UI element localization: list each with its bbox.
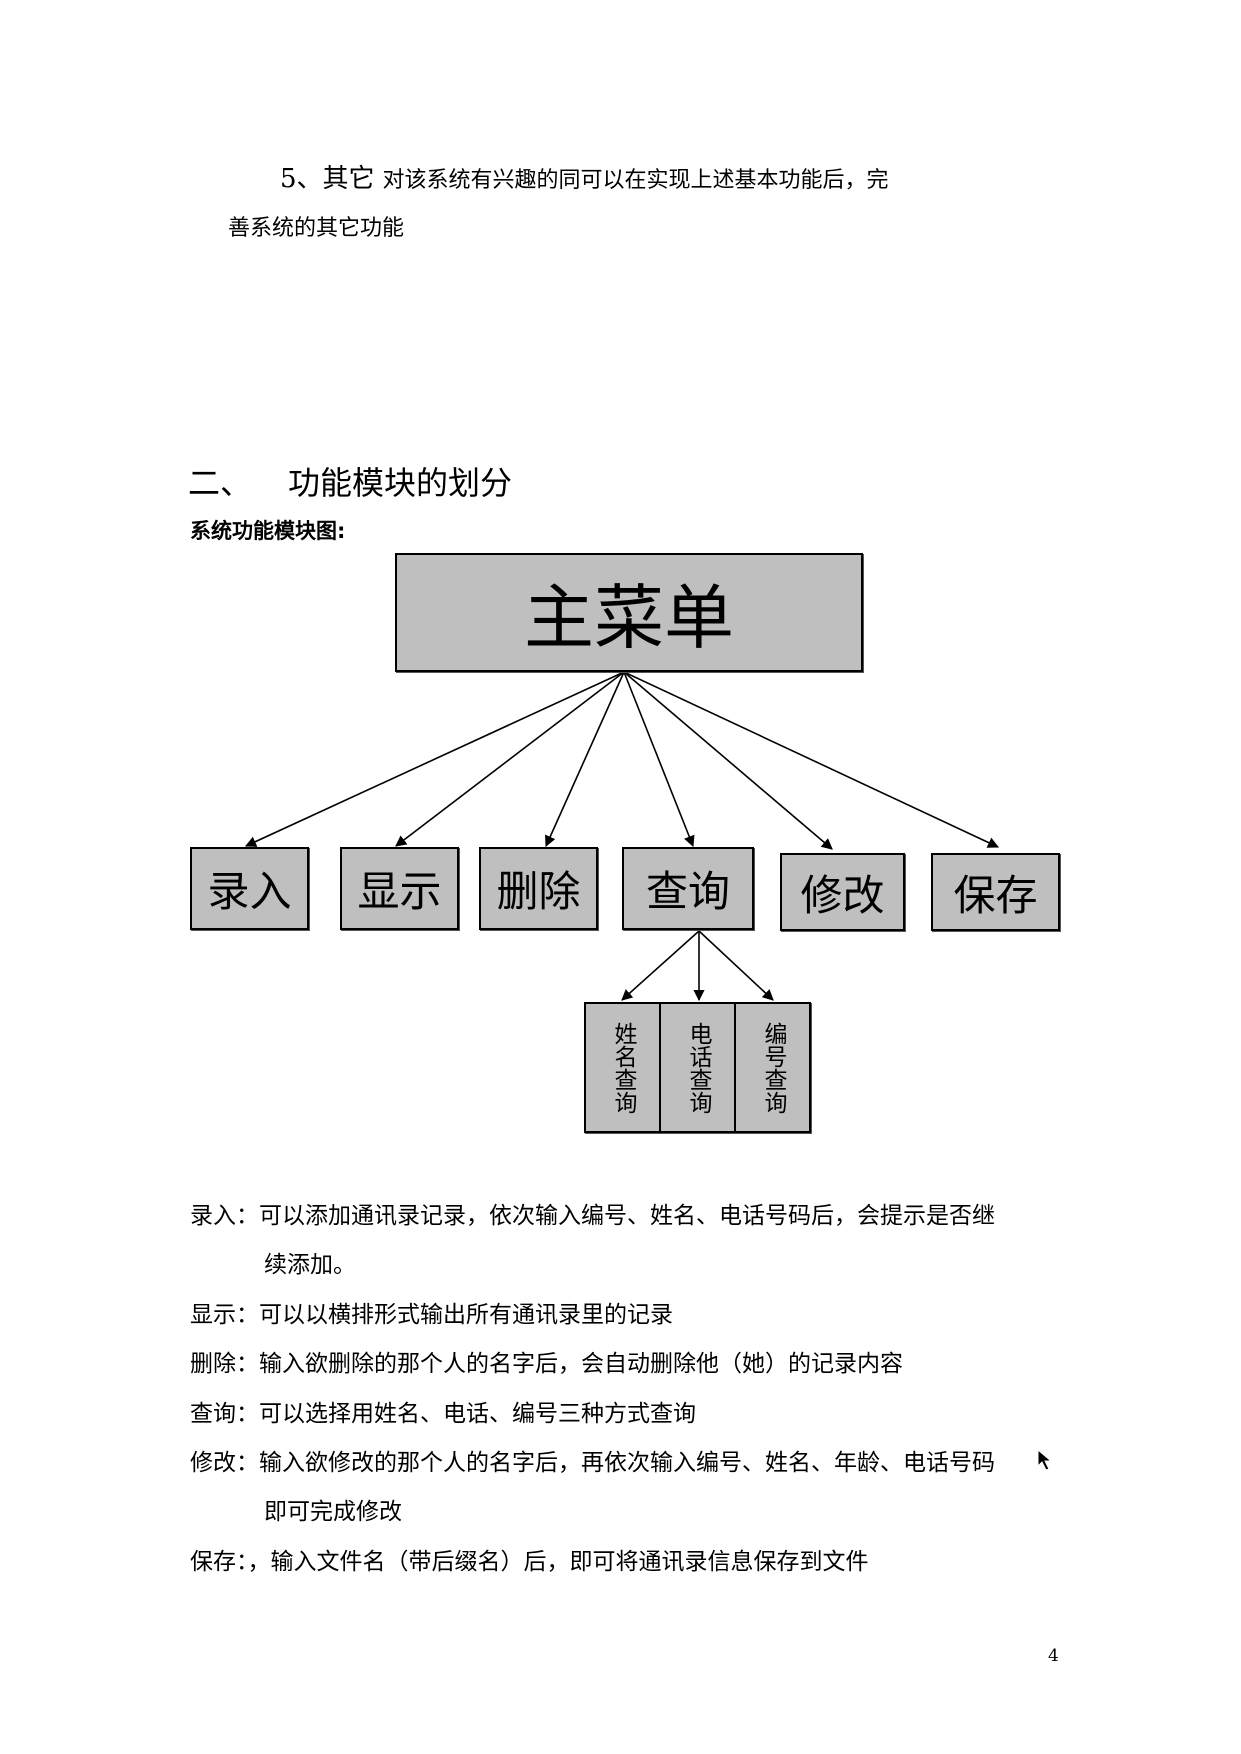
description-xiugai-cont: 即可完成修改 (264, 1499, 402, 1525)
diagram-caption: 系统功能模块图: (190, 519, 346, 543)
section-number: 二、 (188, 464, 253, 502)
module-shanchu-box: 删除 (479, 847, 598, 930)
section-heading: 二、功能模块的划分 (188, 458, 512, 504)
description-luru: 录入：可以添加通讯录记录，依次输入编号、姓名、电话号码后，会提示是否继 (190, 1203, 995, 1229)
section-title: 功能模块的划分 (288, 464, 513, 502)
arrow-to-luru (244, 671, 625, 847)
arrow-to-xiugai (623, 671, 833, 850)
page-number: 4 (1048, 1646, 1059, 1666)
description-luru-cont: 续添加。 (264, 1252, 356, 1278)
module-chaxun-box: 查询 (622, 847, 754, 930)
name-query-box: 姓名查询 (584, 1002, 661, 1133)
arrow-to-baocun (623, 671, 1000, 848)
description-baocun: 保存：，输入文件名（带后缀名）后，即可将通讯录信息保存到文件 (190, 1549, 869, 1575)
id-query-box: 编号查询 (734, 1002, 811, 1133)
paragraph-5-line-1: 5、其它 对该系统有兴趣的同可以在实现上述基本功能后，完 (280, 158, 889, 195)
description-chaxun: 查询：可以选择用姓名、电话、编号三种方式查询 (190, 1401, 696, 1427)
arrow-to-id-query (698, 930, 774, 1001)
module-xiugai-box: 修改 (780, 853, 905, 931)
description-xianshi: 显示：可以以横排形式输出所有通讯录里的记录 (190, 1302, 673, 1328)
description-xiugai: 修改：输入欲修改的那个人的名字后，再依次输入编号、姓名、年龄、电话号码 (190, 1450, 995, 1476)
phone-query-box: 电话查询 (659, 1002, 736, 1133)
paragraph-5-text: 对该系统有兴趣的同可以在实现上述基本功能后，完 (382, 168, 889, 193)
main-menu-box: 主菜单 (395, 553, 863, 672)
arrow-cursor-icon (1037, 1448, 1053, 1471)
paragraph-5-line-2: 善系统的其它功能 (228, 216, 405, 241)
arrow-to-shanchu (545, 671, 625, 848)
arrow-to-chaxun (623, 671, 695, 848)
module-luru-box: 录入 (190, 847, 309, 930)
arrow-to-xianshi (395, 671, 625, 847)
arrow-to-name-query (621, 930, 700, 1001)
module-baocun-box: 保存 (931, 853, 1060, 931)
description-shanchu: 删除：输入欲删除的那个人的名字后，会自动删除他（她）的记录内容 (190, 1351, 903, 1377)
module-xianshi-box: 显示 (340, 847, 459, 930)
paragraph-5-heading: 5、其它 (280, 164, 375, 194)
